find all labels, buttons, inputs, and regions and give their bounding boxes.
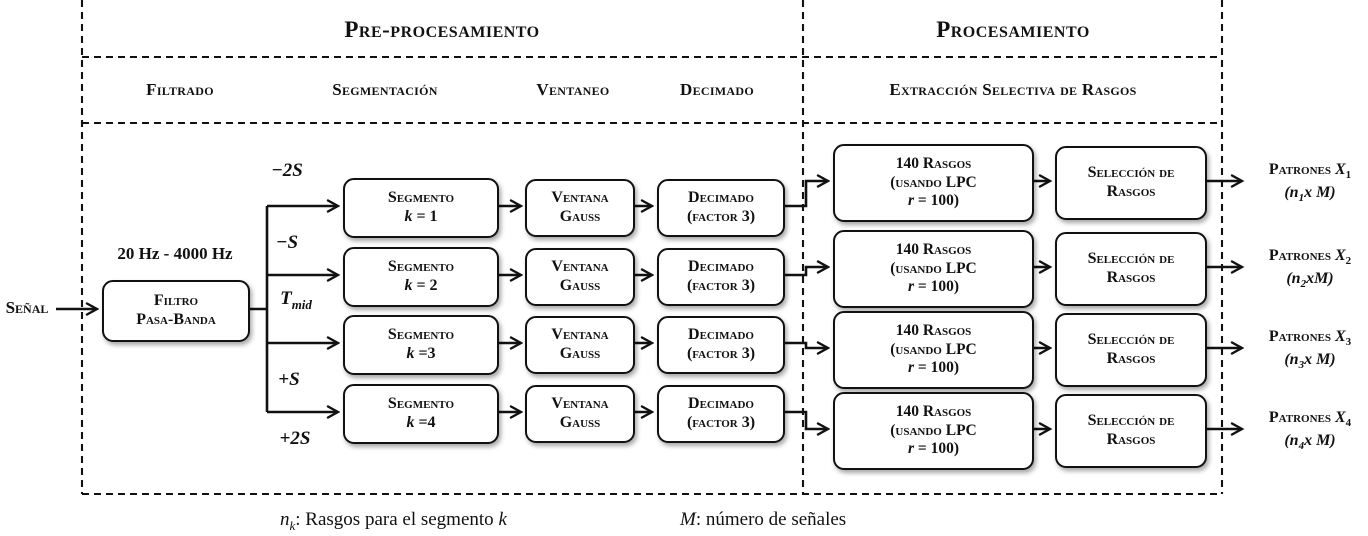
decimado-box-3: Decimado (factor 3)	[657, 316, 785, 374]
segmento-box-3: Segmento k =3	[343, 315, 499, 375]
signal-label: Señal	[5, 298, 49, 317]
rasgos-box-1: 140 Rasgos (usando LPC r = 100)	[833, 144, 1034, 222]
decimate-features-arrow-4	[781, 410, 828, 429]
rasgos-box-3: 140 Rasgos (usando LPC r = 100)	[833, 311, 1034, 389]
decimate-features-arrow-2	[781, 267, 828, 277]
header-pre-procesamiento: Pre-procesamiento	[344, 17, 540, 42]
ventana-gauss-box-1: Ventana Gauss	[525, 179, 635, 237]
footnote-nk: nk: Rasgos para el segmento k	[280, 509, 507, 533]
decimado-box-4: Decimado (factor 3)	[657, 385, 785, 443]
decimado-box-1: Decimado (factor 3)	[657, 179, 785, 237]
column-header-extraccion: Extracción Selectiva de Rasgos	[889, 80, 1137, 99]
segmento-box-4: Segmento k =4	[343, 384, 499, 444]
branch-label-minus-s: −S	[275, 232, 299, 253]
patrones-label-4: Patrones X4 (n4x M)	[1268, 409, 1352, 453]
column-header-decimado: Decimado	[679, 80, 755, 99]
branch-label-plus-2s: +2S	[279, 428, 311, 449]
branch-label-minus-2s: −2S	[271, 160, 303, 181]
seleccion-box-4: Selección de Rasgos	[1055, 394, 1207, 468]
patrones-label-1: Patrones X1 (n1x M)	[1268, 161, 1352, 205]
header-procesamiento: Procesamiento	[936, 17, 1090, 42]
decimado-box-2: Decimado (factor 3)	[657, 248, 785, 306]
branch-label-plus-s: +S	[278, 369, 300, 390]
footnote-m: M: número de señales	[680, 509, 847, 530]
dashed-region-grid	[80, 0, 1224, 496]
segmento-box-1: Segmento k = 1	[343, 178, 499, 238]
seleccion-box-3: Selección de Rasgos	[1055, 313, 1207, 387]
segmento-box-2: Segmento k = 2	[343, 247, 499, 307]
rasgos-box-2: 140 Rasgos (usando LPC r = 100)	[833, 230, 1034, 308]
ventana-gauss-box-4: Ventana Gauss	[525, 385, 635, 443]
rasgos-box-4: 140 Rasgos (usando LPC r = 100)	[833, 392, 1034, 470]
filter-range-label: 20 Hz - 4000 Hz	[117, 244, 233, 263]
column-header-segmentacion: Segmentación	[332, 80, 438, 99]
patrones-label-2: Patrones X2 (n2xM)	[1268, 247, 1352, 291]
column-header-filtrado: Filtrado	[146, 80, 214, 99]
seleccion-box-1: Selección de Rasgos	[1055, 146, 1207, 220]
ventana-gauss-box-2: Ventana Gauss	[525, 248, 635, 306]
patrones-label-3: Patrones X3 (n3x M)	[1268, 328, 1352, 372]
column-header-ventaneo: Ventaneo	[536, 80, 610, 99]
ventana-gauss-box-3: Ventana Gauss	[525, 316, 635, 374]
decimate-features-arrow-1	[781, 181, 828, 208]
decimate-features-arrow-3	[781, 343, 828, 348]
branch-label-tmid: Tmid	[280, 288, 312, 312]
seleccion-box-2: Selección de Rasgos	[1055, 232, 1207, 306]
filtro-pasa-banda-box: Filtro Pasa-Banda	[102, 280, 250, 342]
